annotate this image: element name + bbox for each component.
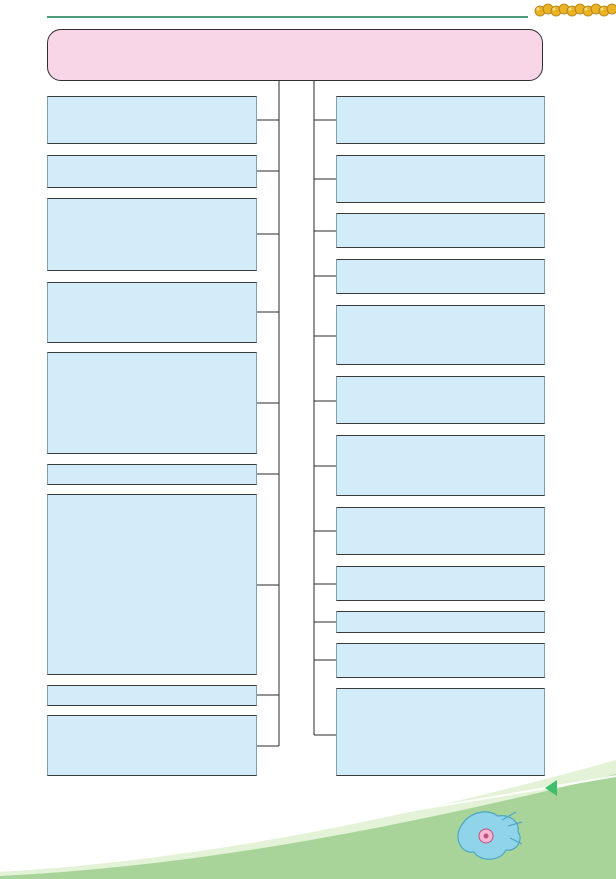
gold-bead-chain-icon (534, 3, 616, 17)
white-swoosh-line (39, 775, 616, 861)
left-node-1 (47, 96, 257, 144)
green-wave-shape (0, 768, 616, 879)
left-node-9 (47, 715, 257, 776)
right-node-3 (336, 213, 545, 248)
right-node-10 (336, 611, 545, 633)
right-node-4 (336, 259, 545, 294)
right-node-5 (336, 305, 545, 365)
left-node-2 (47, 155, 257, 188)
cartoon-cell-mascot-icon (457, 811, 523, 860)
right-node-7 (336, 435, 545, 496)
left-node-4 (47, 282, 257, 343)
left-node-6 (47, 464, 257, 485)
top-rule-line (47, 16, 528, 18)
header-title-box (47, 29, 543, 81)
right-node-11 (336, 643, 545, 678)
bottom-decoration (0, 760, 616, 879)
left-node-3 (47, 198, 257, 271)
right-node-9 (336, 566, 545, 601)
right-node-8 (336, 507, 545, 555)
right-node-1 (336, 96, 545, 144)
right-node-2 (336, 155, 545, 203)
left-node-5 (47, 352, 257, 454)
right-node-6 (336, 376, 545, 424)
right-node-12 (336, 688, 545, 776)
green-triangle-arrow-icon (545, 780, 557, 796)
left-node-8 (47, 685, 257, 706)
left-node-7 (47, 494, 257, 675)
